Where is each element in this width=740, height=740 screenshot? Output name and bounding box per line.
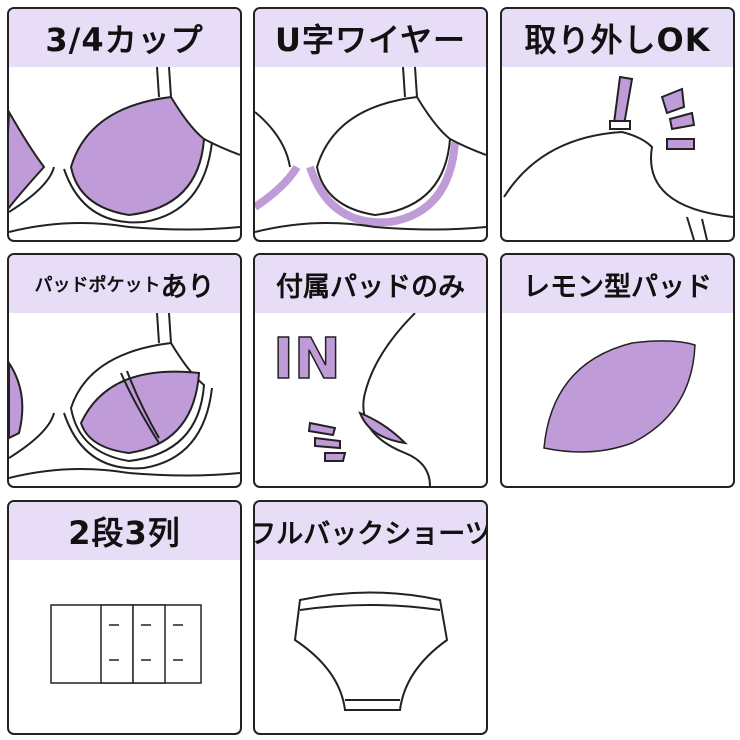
tile-label: 3/4カップ	[9, 9, 240, 67]
feature-tile-hook-eye: 2段3列	[7, 500, 242, 735]
feature-tile-pad-included: 付属パッドのみ IN	[253, 253, 488, 488]
tile-label: レモン型パッド	[502, 255, 733, 313]
tile-label: パッドポケットあり	[9, 255, 240, 313]
three-quarter-cup-bra-icon	[9, 67, 240, 233]
tile-label: フルバックショーツ	[255, 502, 486, 560]
lemon-pad-icon	[543, 340, 696, 453]
feature-tile-full-back: フルバックショーツ	[253, 500, 488, 735]
pad-pocket-icon	[9, 313, 240, 479]
feature-tile-cup: 3/4カップ	[7, 7, 242, 242]
tile-label: 付属パッドのみ	[255, 255, 486, 313]
feature-tile-u-wire: U字ワイヤー	[253, 7, 488, 242]
tile-label-prefix: パッドポケット	[34, 275, 161, 296]
detachable-strap-icon	[503, 75, 733, 240]
tile-label-suffix: あり	[160, 271, 215, 303]
u-wire-bra-icon	[255, 67, 486, 233]
feature-tile-detachable: 取り外しOK	[500, 7, 735, 242]
feature-tile-lemon-pad: レモン型パッド	[500, 253, 735, 488]
tile-label: U字ワイヤー	[255, 9, 486, 67]
pad-included-icon: IN	[272, 313, 431, 486]
feature-tile-pad-pocket: パッドポケットあり	[7, 253, 242, 488]
hook-eye-2x3-icon	[50, 604, 202, 684]
tile-label: 2段3列	[9, 502, 240, 560]
in-badge: IN	[273, 327, 341, 392]
tile-label: 取り外しOK	[502, 9, 733, 67]
full-back-shorts-icon	[293, 591, 449, 711]
